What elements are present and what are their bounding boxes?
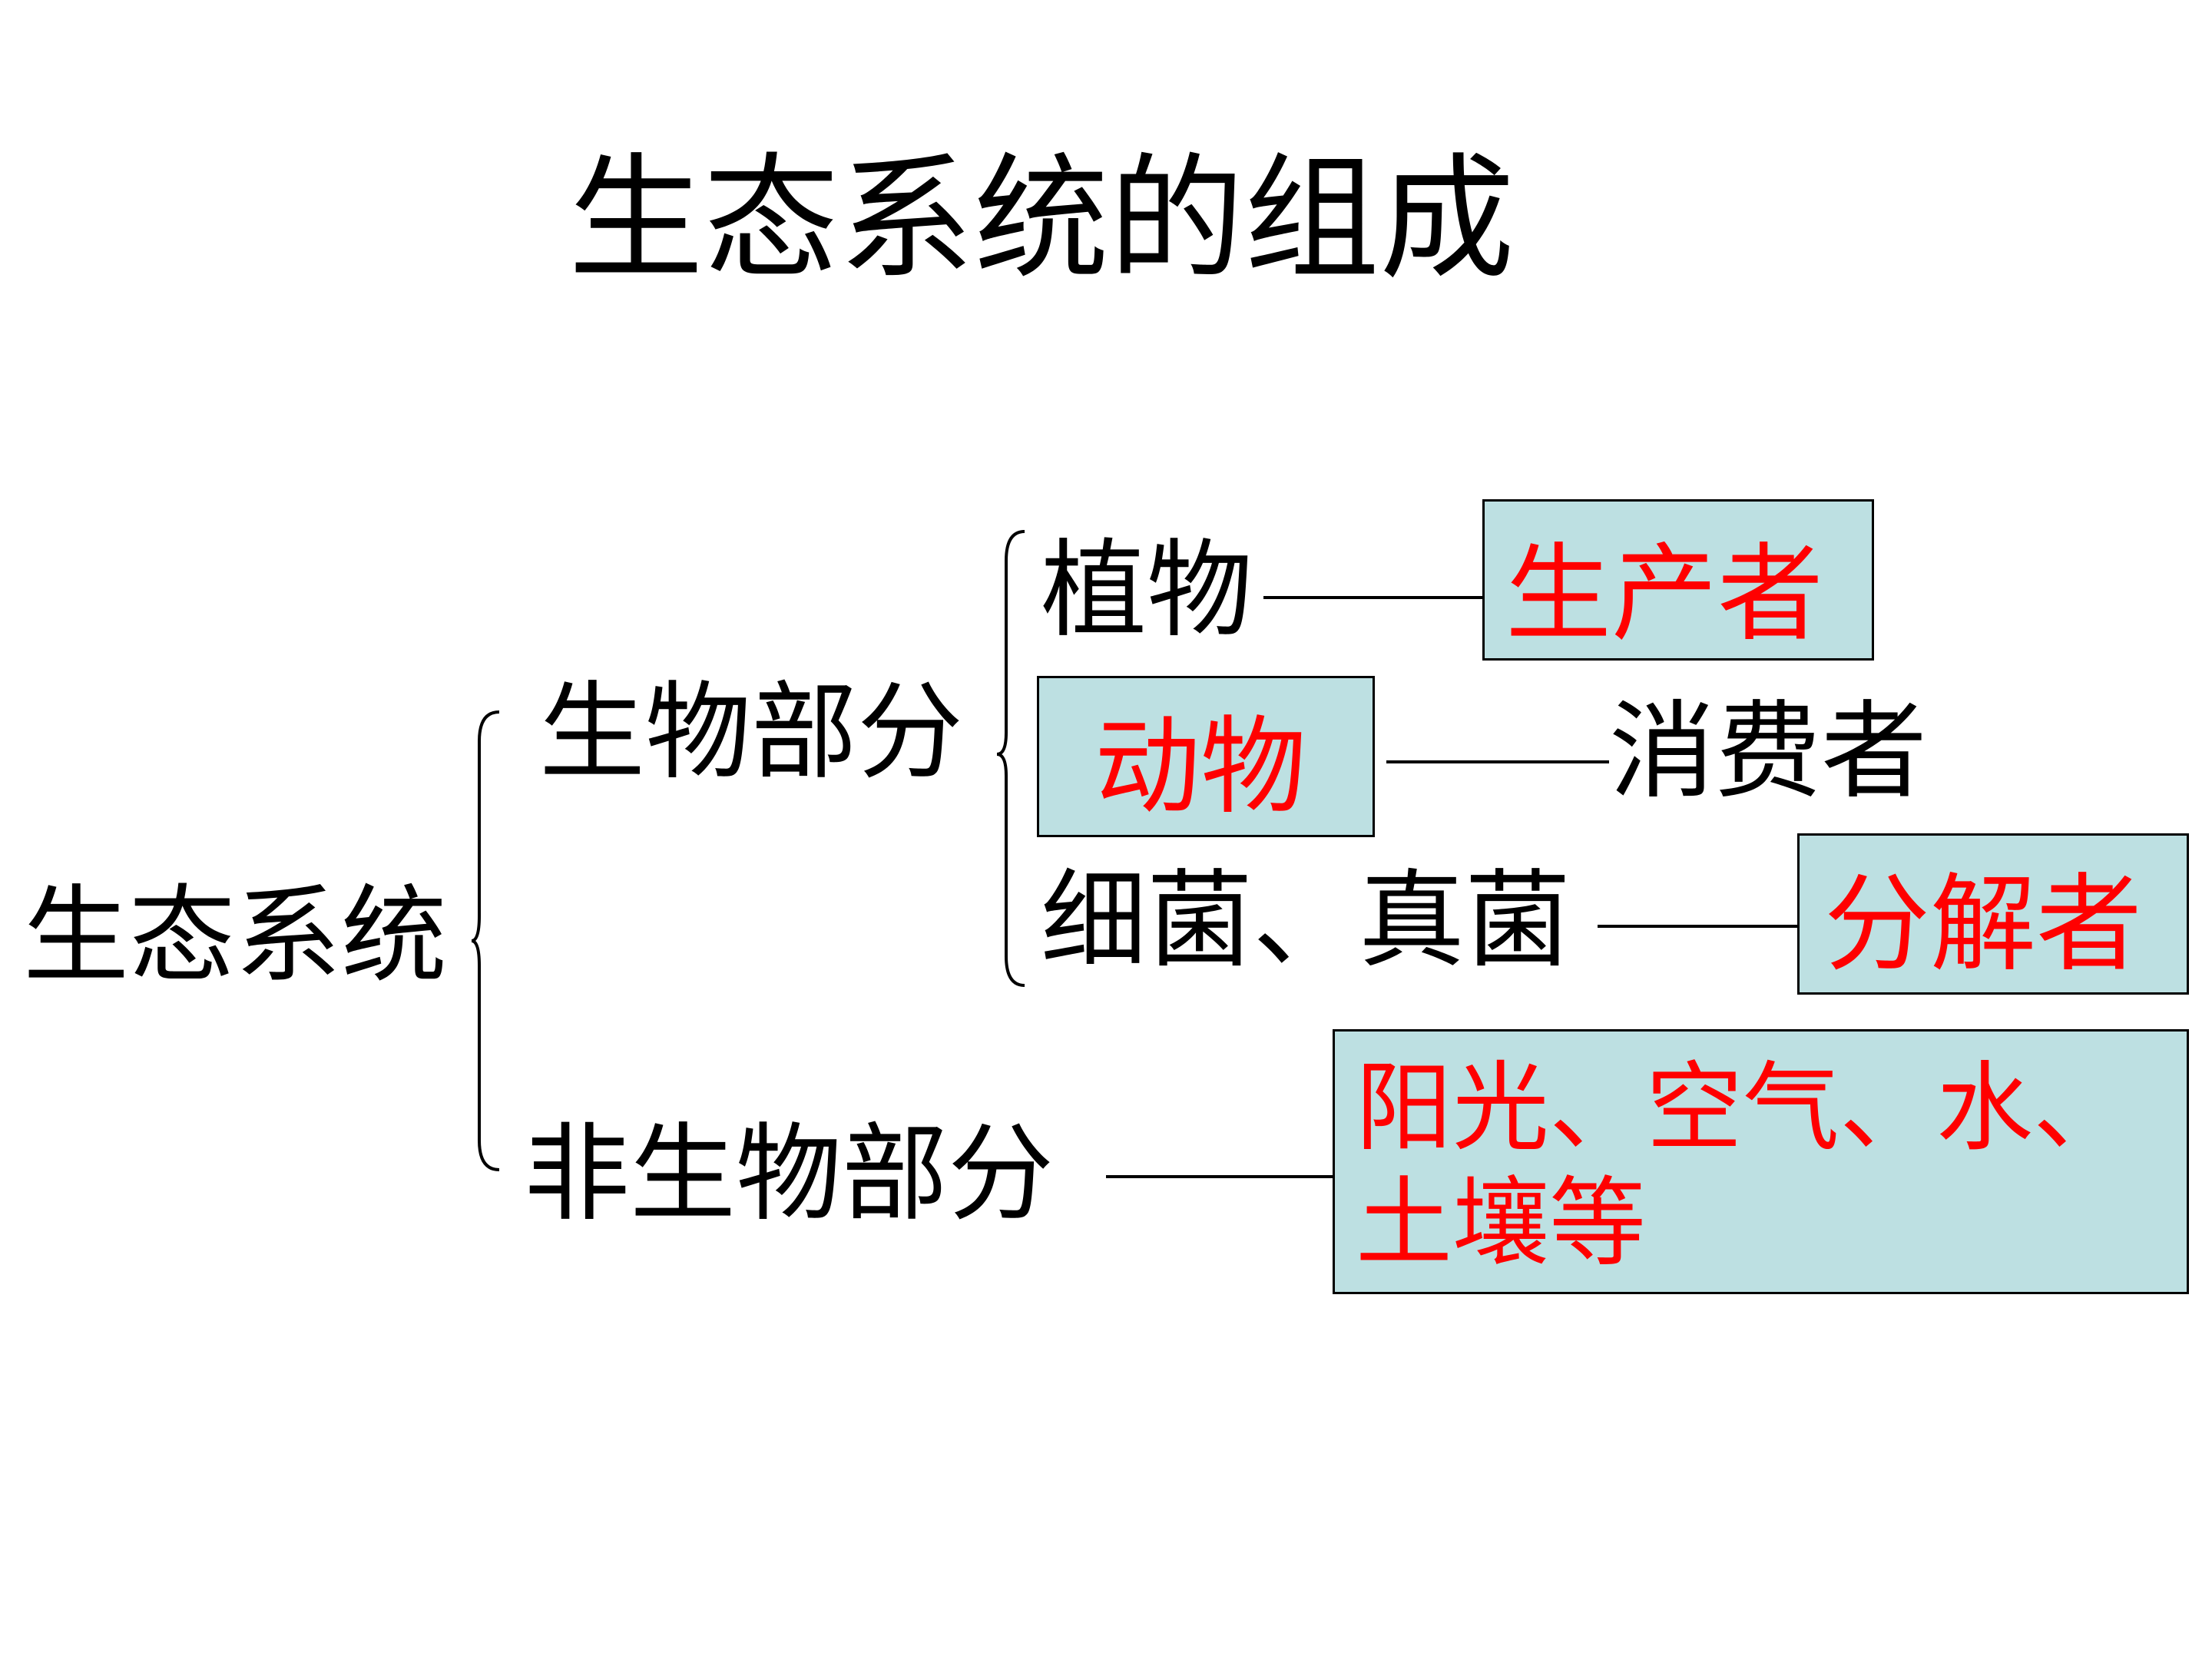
abiotic-factors-line1: 阳光、空气、水、 [1356,1051,2130,1164]
producer-box [1482,499,1874,661]
decomposer-label: 分解者 [1824,863,2143,986]
biotic-brace [996,530,1025,987]
abiotic-factors-line2: 土壤等 [1356,1167,1646,1280]
animal-connector [1386,760,1609,763]
plant-connector [1263,596,1482,599]
microbe-label: 细菌、真菌 [1041,859,1571,982]
biotic-label: 生物部分 [539,671,964,794]
microbe-connector [1598,925,1797,928]
decomposer-box [1797,833,2189,995]
abiotic-label: 非生物部分 [524,1112,1055,1236]
page-title: 生态系统的组成 [568,141,1515,298]
animal-box [1037,676,1375,837]
animal-label: 动物 [1094,705,1307,829]
left-brace [471,710,500,1171]
root-node: 生态系统 [23,874,448,998]
plant-label: 植物 [1041,528,1253,652]
producer-label: 生产者 [1505,532,1824,656]
abiotic-box [1333,1029,2189,1294]
consumer-label: 消费者 [1609,690,1928,813]
abiotic-connector [1106,1175,1333,1178]
